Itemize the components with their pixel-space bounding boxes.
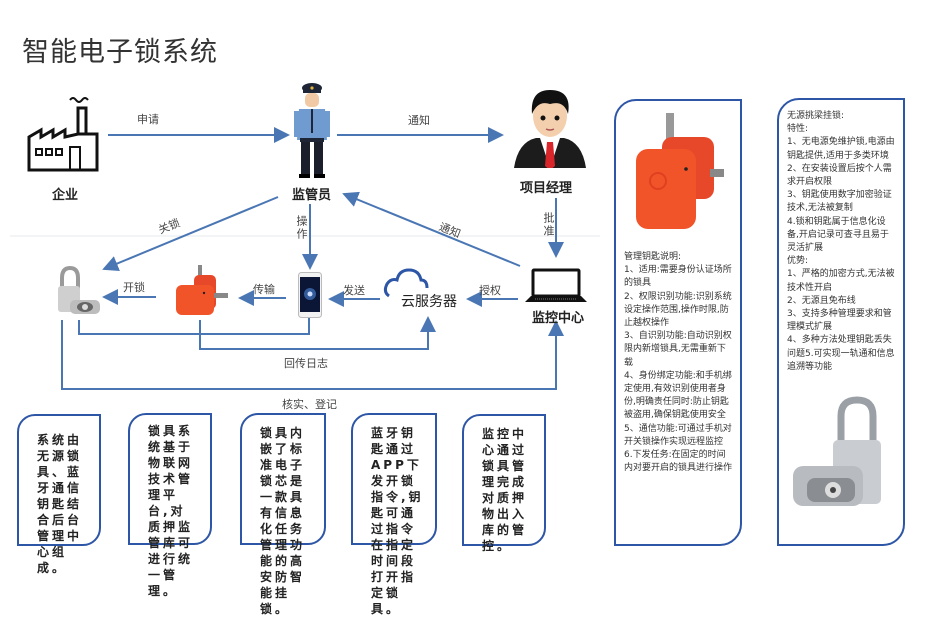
edge-label-open-lock: 开锁 [123, 281, 145, 294]
edge-label-operate: 操作 [295, 215, 308, 241]
node-label-enterprise: 企业 [52, 188, 79, 203]
key-panel-line: 1、适用:需要身份认证场所的锁具 [624, 265, 732, 289]
lock-panel-line: 1、严格的加密方式,无法被技术性开启 [787, 269, 895, 293]
padlock-icon [56, 265, 102, 322]
info-card-4: 蓝牙钥匙通过APP下发开锁指令,钥匙可通过指令在指定时间段打开指定锁具。 [351, 413, 437, 616]
arrow-verify-register [61, 320, 564, 390]
edge-label-apply: 申请 [137, 113, 159, 126]
info-card-3: 锁具内嵌了标准电子锁芯是一款具有信息化任务管理功能的高安防智能挂锁。 [240, 413, 326, 616]
lock-panel-line: 1、无电源免维护锁,电源由钥匙提供,适用于多类环境 [787, 137, 895, 161]
info-card-text: 蓝牙钥匙通过APP下发开锁指令,钥匙可通过指令在指定时间段打开指定锁具。 [371, 426, 424, 616]
node-label-monitor-center: 监控中心 [532, 311, 585, 326]
node-label-supervisor: 监管员 [292, 188, 332, 203]
electronic-key-photo-icon [628, 113, 740, 237]
businessman-icon [514, 84, 586, 172]
info-card-text: 锁具系统基于物联网技术管理平台,对质押监管库可进行统一管理。 [148, 424, 194, 598]
electronic-key-icon [172, 265, 230, 321]
police-officer-icon [294, 82, 330, 182]
lock-panel-line: 优势: [787, 256, 809, 267]
edge-label-return-log: 回传日志 [284, 357, 328, 370]
edge-label-verify-register: 核实、登记 [282, 398, 337, 411]
smartphone-icon [298, 272, 322, 322]
line-lock-phone-log [78, 318, 310, 335]
arrow-close-lock [102, 196, 279, 272]
factory-icon [26, 92, 100, 178]
arrow-return-log [199, 316, 436, 350]
edge-label-transmit: 传输 [253, 283, 275, 296]
lock-panel-line: 2、在安装设置后按个人需求开启权限 [787, 163, 892, 188]
flow-lines [10, 127, 600, 390]
info-card-5: 监控中心通过锁具管理完成对质押物出入库的管控。 [462, 414, 546, 553]
key-panel-line: 6.下发任务:在固定的时间内对要开启的锁具进行操作 [624, 450, 733, 474]
lock-panel-line: 无源挑梁挂锁: [787, 111, 845, 121]
lock-panel-line: 4.锁和钥匙属于信息化设备,开启记录可查寻且易于灵活扩展 [787, 216, 889, 254]
arrow-notify-supervisor [342, 191, 521, 267]
edge-label-authorize: 授权 [479, 284, 501, 297]
key-panel-line: 5、通信功能:可通过手机对开关锁操作实现远程监控 [624, 423, 732, 447]
lock-panel-line: 3、支持多种管理要求和管理模式扩展 [787, 309, 892, 333]
node-label-cloud: 云服务器 [401, 294, 457, 310]
key-panel-line: 2、权限识别功能:识别系统设定操作范围,操作时限,防止越权操作 [624, 291, 732, 329]
info-card-text: 锁具内嵌了标准电子锁芯是一款具有信息化任务管理功能的高安防智能挂锁。 [260, 426, 306, 616]
edge-label-send: 发送 [343, 284, 365, 297]
edge-label-approve: 批准 [542, 212, 555, 238]
laptop-icon [525, 268, 587, 308]
key-panel-line: 3、自识别功能:自动识别权限内新增锁具,无需重新下载 [624, 331, 732, 368]
lock-panel-line: 特性: [787, 124, 809, 135]
key-panel-line: 4、身份绑定功能:和手机绑定使用,有效识别使用者身份,明确责任同时:防止钥匙被盗… [624, 370, 732, 421]
node-label-project-manager: 项目经理 [520, 181, 573, 196]
info-card-2: 锁具系统基于物联网技术管理平台,对质押监管库可进行统一管理。 [128, 413, 212, 598]
lock-panel-line: 3、钥匙使用数字加密验证技术,无法被复制 [787, 190, 892, 214]
key-panel-line: 管理钥匙说明: [624, 252, 682, 262]
info-card-1: 系统由无源锁具、蓝牙通信钥匙结合后台管理中心组成。 [17, 414, 101, 575]
info-card-text: 系统由无源锁具、蓝牙通信钥匙结合后台管理中心组成。 [37, 433, 83, 575]
cloud-icon [383, 268, 429, 302]
lock-panel-line: 2、无源且免布线 [787, 295, 856, 306]
edge-label-notify-pm: 通知 [408, 114, 430, 127]
info-card-text: 监控中心通过锁具管理完成对质押物出入库的管控。 [482, 427, 528, 553]
page-title: 智能电子锁系统 [22, 37, 218, 68]
padlock-photo-icon [789, 396, 893, 520]
lock-panel-line: 4、多种方法处理钥匙丢失问题5.可实现一轨通和信息追溯等功能 [787, 335, 895, 372]
